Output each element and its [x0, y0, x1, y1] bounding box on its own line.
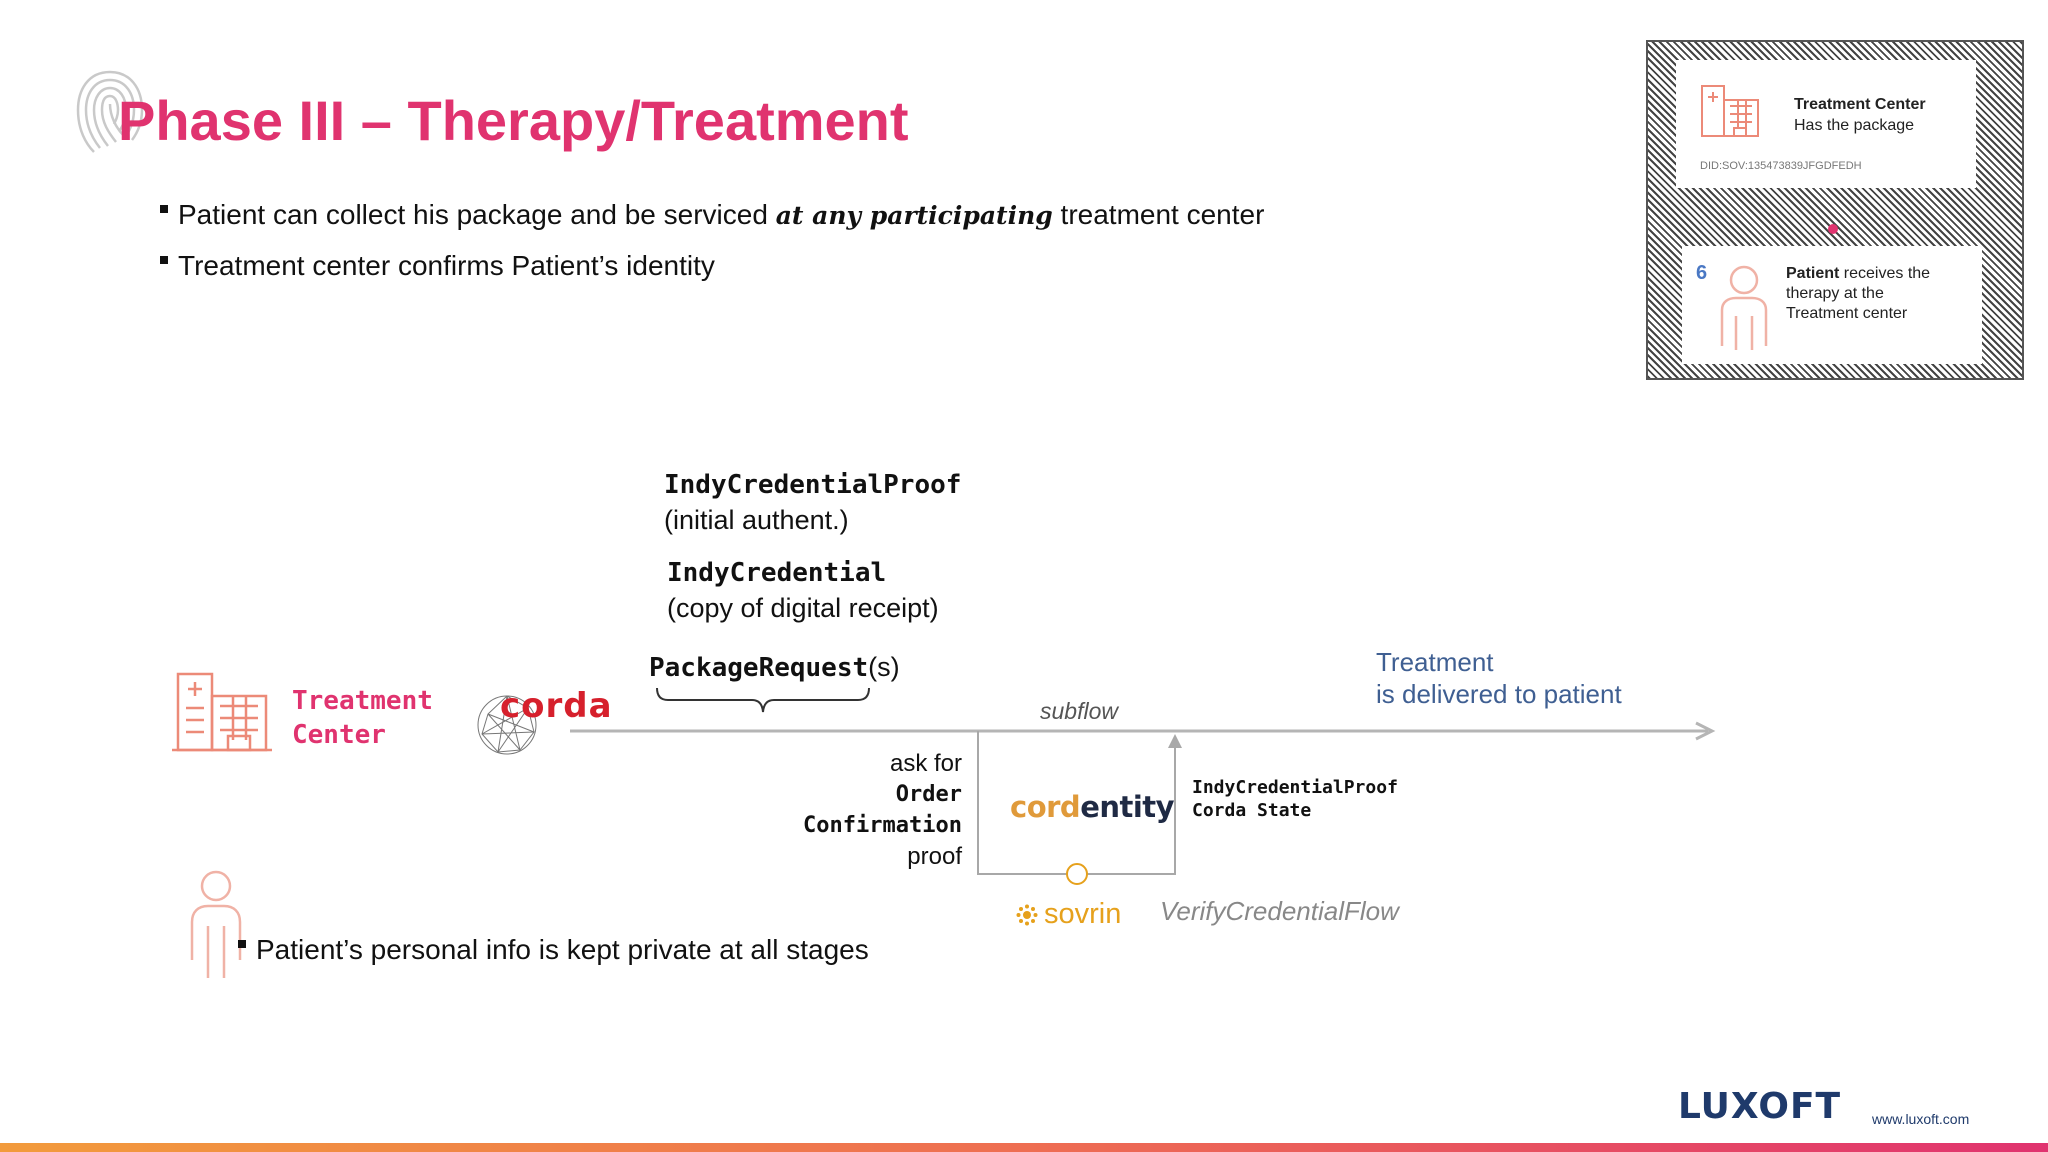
verify-credential-flow-label: VerifyCredentialFlow: [1160, 896, 1399, 926]
inset-arrow-dot: [1828, 224, 1838, 234]
cordentity-logo-part2: entity: [1080, 790, 1175, 824]
bullet-patient-collect: Patient can collect his package and be s…: [160, 199, 1264, 231]
corda-logo-text: corda: [500, 686, 613, 726]
subflow-arrowhead: [1168, 734, 1182, 748]
corda-state-line2: Corda State: [1192, 800, 1312, 821]
bullet-text: Patient can collect his package and be s…: [178, 199, 776, 230]
ask-for-text: ask for: [889, 750, 962, 777]
bullet-confirm-identity: Treatment center confirms Patient’s iden…: [160, 250, 715, 282]
treatment-center-line1: Treatment: [292, 686, 433, 716]
inset-patient-bold: Patient: [1786, 265, 1840, 282]
timeline-arrowhead: [1695, 721, 1716, 741]
corda-state-label: IndyCredentialProof Corda State: [1192, 776, 1398, 822]
sovrin-connector: [1066, 863, 1088, 885]
inset-patient-line3: Treatment center: [1786, 305, 1908, 322]
page-title: Phase III – Therapy/Treatment: [118, 89, 909, 152]
inset-card-patient: 6 Patient receives the therapy at the Tr…: [1682, 246, 1982, 364]
person-icon: [190, 870, 242, 978]
bottom-gradient-bar: [0, 1143, 2048, 1152]
inset-patient-text: Patient receives the therapy at the Trea…: [1786, 264, 1930, 324]
inset-patient-line1: receives the: [1839, 265, 1931, 282]
treatment-center-line2: Center: [292, 720, 386, 750]
bullet-text: Patient’s personal info is kept private …: [256, 934, 869, 965]
bullet-private-info: Patient’s personal info is kept private …: [238, 934, 869, 966]
inset-tc-title: Treatment Center: [1794, 96, 1926, 113]
subflow-label: subflow: [1040, 698, 1118, 724]
corda-globe-icon: [477, 695, 537, 755]
bullet-text: Treatment center confirms Patient’s iden…: [178, 250, 715, 281]
proof-text: proof: [907, 843, 962, 870]
inset-patient-line2: therapy at the: [1786, 285, 1884, 302]
order-text: Order: [895, 782, 962, 807]
inset-did: DID:SOV:135473839JFGDFEDH: [1700, 160, 1862, 172]
luxoft-url: www.luxoft.com: [1872, 1111, 1970, 1127]
cordentity-logo: cordentity: [1010, 790, 1175, 824]
fingerprint-icon: [76, 70, 144, 153]
bullet-text-end: treatment center: [1052, 199, 1265, 230]
indy-credential-proof-label: IndyCredentialProof: [664, 470, 962, 500]
luxoft-logo: LUXOFT: [1678, 1086, 1842, 1127]
hospital-icon: [172, 672, 272, 752]
inset-diagram: Treatment Center Has the package DID:SOV…: [1646, 40, 2024, 380]
inset-tc-text: Has the package: [1794, 117, 1915, 134]
inset-step-number: 6: [1696, 262, 1708, 284]
person-icon: [1720, 265, 1768, 350]
confirmation-text: Confirmation: [803, 813, 962, 838]
treatment-delivered-note: Treatment is delivered to patient: [1376, 646, 1622, 710]
treatment-center-label: Treatment Center: [292, 684, 433, 752]
corda-state-line1: IndyCredentialProof: [1192, 777, 1398, 798]
bullet-marker: [160, 205, 168, 213]
package-request-text: PackageRequest: [649, 653, 869, 683]
treatment-delivered-line1: Treatment: [1376, 647, 1494, 677]
indy-credential-note: (copy of digital receipt): [667, 593, 939, 623]
indy-credential-proof-note: (initial authent.): [664, 505, 849, 535]
bullet-emphasis: at any participating: [775, 201, 1053, 230]
package-request-brace: [656, 687, 870, 713]
indy-credential-label: IndyCredential: [667, 558, 887, 588]
package-request-label: PackageRequest(s): [649, 652, 900, 683]
cordentity-logo-part1: cord: [1010, 790, 1081, 824]
package-request-suffix: (s): [868, 652, 900, 682]
ask-order-confirmation: ask for Order Confirmation proof: [740, 748, 962, 872]
sovrin-logo-text: sovrin: [1044, 898, 1122, 930]
sovrin-sun-icon: [1016, 904, 1038, 926]
inset-card-treatment-center: Treatment Center Has the package DID:SOV…: [1676, 60, 1976, 188]
bullet-marker: [238, 940, 246, 948]
bullet-marker: [160, 256, 168, 264]
hospital-icon: [1701, 85, 1759, 137]
treatment-delivered-line2: is delivered to patient: [1376, 679, 1622, 709]
